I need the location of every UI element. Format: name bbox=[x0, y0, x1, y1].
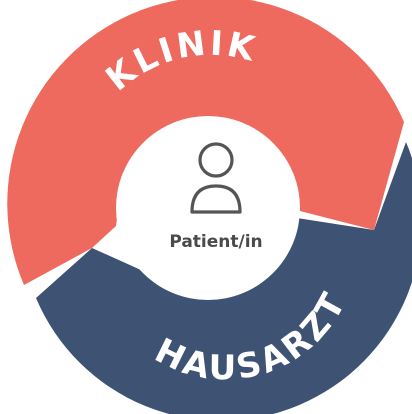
center-label: Patient/in bbox=[169, 232, 262, 252]
hausarzt-segment bbox=[36, 142, 412, 414]
center-circle bbox=[116, 116, 300, 300]
person-icon bbox=[190, 142, 242, 214]
